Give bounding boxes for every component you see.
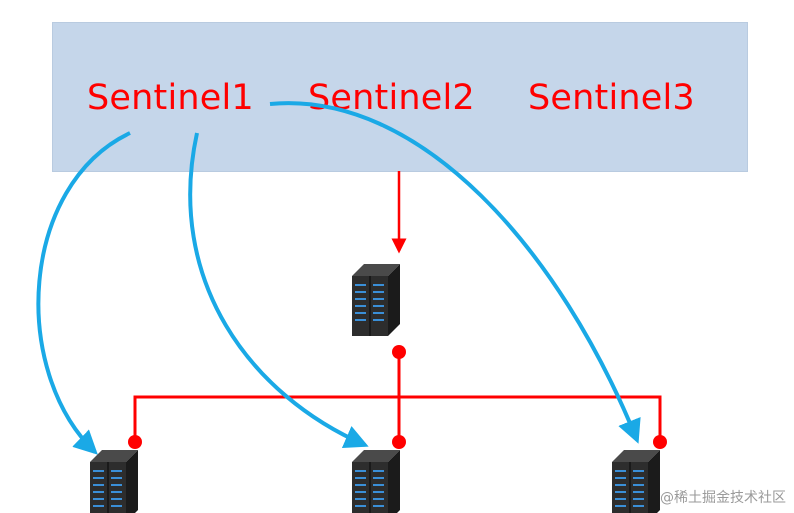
- monitor-arrow-replica1: [38, 133, 130, 452]
- master-connection-dot: [392, 345, 406, 359]
- master-server-icon: [352, 264, 400, 336]
- monitor-arrow-replica3: [270, 103, 637, 440]
- replica3-server-icon: [612, 450, 660, 513]
- replica1-connection-dot: [128, 435, 142, 449]
- replica2-connection-dot: [392, 435, 406, 449]
- watermark-text: @稀土掘金技术社区: [660, 487, 786, 507]
- replica1-server-icon: [90, 450, 138, 513]
- replica2-server-icon: [352, 450, 400, 513]
- replica3-connection-dot: [653, 435, 667, 449]
